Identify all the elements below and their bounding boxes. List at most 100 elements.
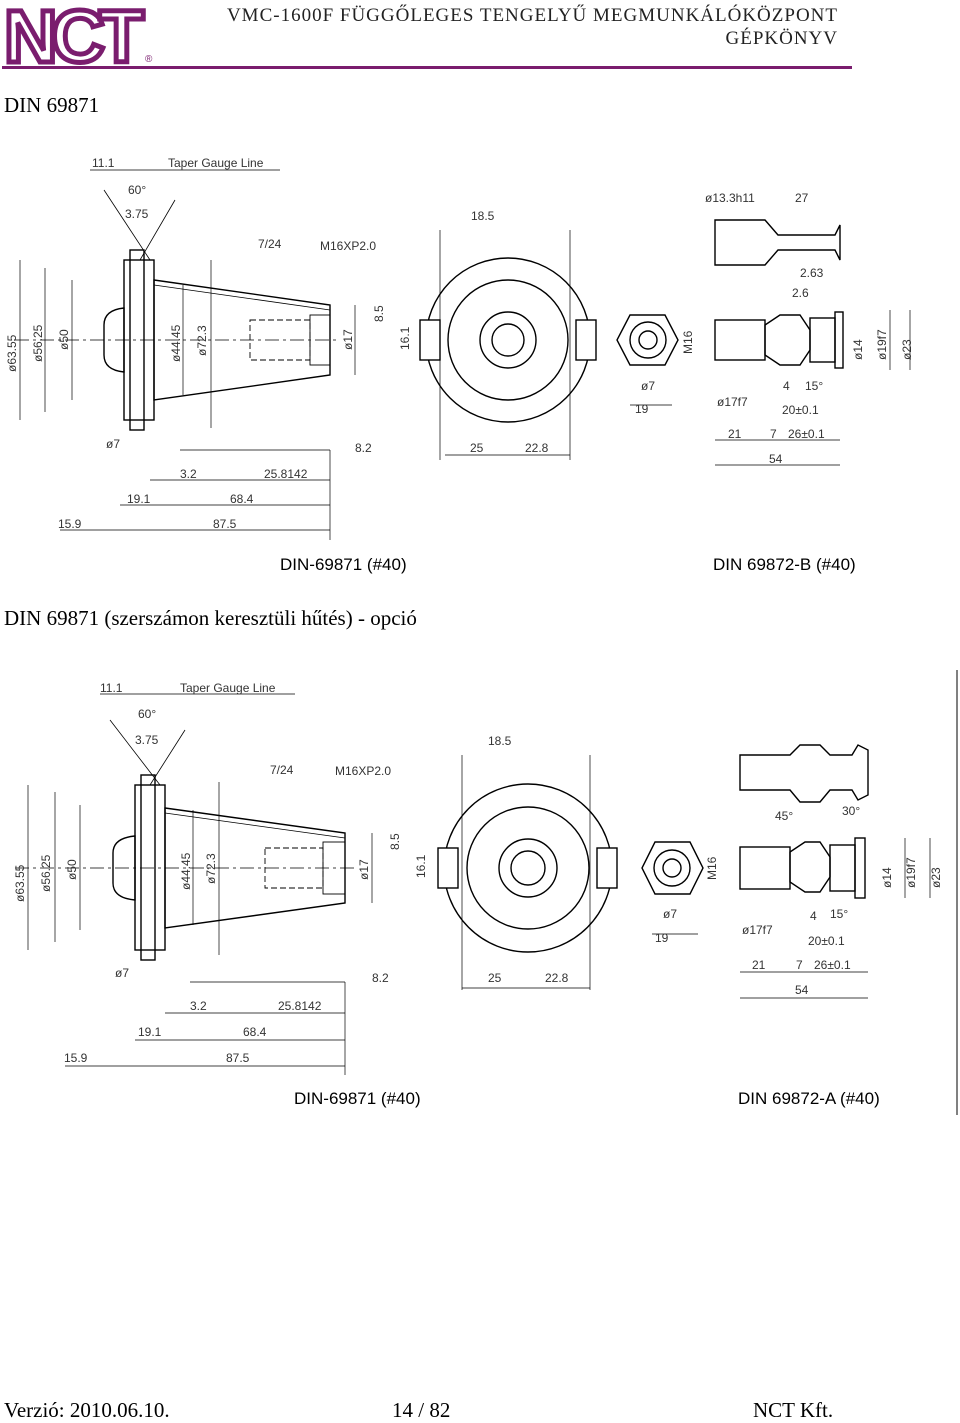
svg-text:25.8142: 25.8142 (278, 999, 322, 1013)
svg-text:87.5: 87.5 (213, 517, 237, 531)
dimension-labels-2: 11.1 Taper Gauge Line 60° 3.75 7/24 M16X… (13, 681, 943, 1065)
svg-text:ø17: ø17 (357, 859, 371, 880)
svg-text:87.5: 87.5 (226, 1051, 250, 1065)
section1-heading: DIN 69871 (4, 93, 100, 117)
svg-text:M16: M16 (681, 330, 695, 354)
svg-text:19: 19 (655, 931, 669, 945)
svg-text:68.4: 68.4 (230, 492, 254, 506)
svg-text:16.1: 16.1 (398, 326, 412, 350)
svg-text:3.75: 3.75 (125, 207, 149, 221)
svg-text:ø63.55: ø63.55 (5, 334, 19, 372)
svg-text:25: 25 (488, 971, 502, 985)
svg-text:8.5: 8.5 (372, 305, 386, 322)
footer-page-number: 14 / 82 (392, 1398, 451, 1422)
svg-text:18.5: 18.5 (488, 734, 512, 748)
svg-text:68.4: 68.4 (243, 1025, 267, 1039)
svg-text:ø72.3: ø72.3 (195, 325, 209, 356)
svg-text:11.1: 11.1 (100, 681, 123, 695)
pull-stud-end-view-1 (616, 314, 679, 406)
svg-text:ø7: ø7 (115, 966, 129, 980)
svg-text:27: 27 (795, 191, 809, 205)
svg-text:60°: 60° (138, 707, 156, 721)
svg-text:ø44.45: ø44.45 (169, 324, 183, 362)
dimension-lines-1 (19, 169, 356, 540)
svg-text:2.63: 2.63 (800, 266, 824, 280)
svg-text:ø23: ø23 (929, 867, 943, 888)
svg-text:7/24: 7/24 (258, 237, 282, 251)
svg-text:ø56.25: ø56.25 (31, 324, 45, 362)
title-line-1: VMC-1600F FÜGGŐLEGES TENGELYŰ MEGMUNKÁLÓ… (226, 5, 838, 26)
svg-text:M16XP2.0: M16XP2.0 (335, 764, 391, 778)
svg-text:3.2: 3.2 (180, 467, 197, 481)
holder-side-view-1 (15, 189, 340, 431)
svg-text:3.2: 3.2 (190, 999, 207, 1013)
flange-end-view-2 (437, 755, 618, 990)
svg-text:11.1: 11.1 (92, 156, 115, 170)
pull-stud-a-drawing (739, 744, 931, 999)
svg-text:45°: 45° (775, 809, 793, 823)
svg-text:ø13.3h11: ø13.3h11 (705, 191, 755, 205)
svg-text:ø17: ø17 (341, 329, 355, 350)
svg-text:22.8: 22.8 (545, 971, 569, 985)
svg-text:4: 4 (810, 909, 817, 923)
svg-text:ø14: ø14 (880, 867, 894, 888)
svg-text:26±0.1: 26±0.1 (814, 958, 851, 972)
svg-text:25: 25 (470, 441, 484, 455)
svg-text:Taper Gauge Line: Taper Gauge Line (168, 156, 264, 170)
svg-text:ø23: ø23 (900, 339, 914, 360)
svg-text:ø14: ø14 (851, 339, 865, 360)
svg-text:25.8142: 25.8142 (264, 467, 308, 481)
svg-text:ø17f7: ø17f7 (742, 923, 773, 937)
section1-technical-drawing: 11.1 Taper Gauge Line 60° 3.75 7/24 M16X… (5, 156, 914, 574)
title-line-2: GÉPKÖNYV (725, 28, 838, 49)
svg-text:18.5: 18.5 (471, 209, 495, 223)
holder-side-view-2 (15, 719, 355, 961)
svg-text:54: 54 (795, 983, 809, 997)
svg-text:21: 21 (728, 427, 742, 441)
svg-text:ø50: ø50 (57, 329, 71, 350)
svg-text:Taper Gauge Line: Taper Gauge Line (180, 681, 276, 695)
svg-text:15.9: 15.9 (64, 1051, 88, 1065)
svg-text:ø72.3: ø72.3 (204, 853, 218, 884)
footer-company: NCT Kft. (753, 1398, 834, 1422)
svg-text:M16: M16 (705, 856, 719, 880)
svg-text:ø56.25: ø56.25 (39, 854, 53, 892)
svg-text:30°: 30° (842, 804, 860, 818)
pull-stud-b-drawing (714, 219, 911, 466)
section1-caption-left: DIN-69871 (#40) (280, 555, 407, 574)
dimension-labels-1: 11.1 Taper Gauge Line 60° 3.75 7/24 M16X… (5, 156, 914, 531)
svg-text:22.8: 22.8 (525, 441, 549, 455)
svg-text:8.2: 8.2 (372, 971, 389, 985)
svg-text:ø7: ø7 (641, 379, 655, 393)
pull-stud-end-view-2 (641, 841, 704, 935)
svg-text:®: ® (145, 54, 153, 65)
svg-text:ø19f7: ø19f7 (904, 857, 918, 888)
svg-text:ø7: ø7 (663, 907, 677, 921)
svg-text:54: 54 (769, 452, 783, 466)
svg-text:20±0.1: 20±0.1 (808, 934, 845, 948)
footer-version: Verzió: 2010.06.10. (4, 1398, 170, 1422)
svg-text:ø7: ø7 (106, 437, 120, 451)
svg-text:8.5: 8.5 (388, 833, 402, 850)
svg-text:21: 21 (752, 958, 766, 972)
dimension-lines-2 (27, 693, 373, 1075)
section2-caption-right: DIN 69872-A (#40) (738, 1089, 880, 1108)
document-title: VMC-1600F FÜGGŐLEGES TENGELYŰ MEGMUNKÁLÓ… (227, 4, 838, 50)
svg-text:8.2: 8.2 (355, 441, 372, 455)
svg-text:19: 19 (635, 402, 649, 416)
svg-text:7: 7 (796, 958, 803, 972)
svg-text:7: 7 (770, 427, 777, 441)
svg-text:15°: 15° (830, 907, 848, 921)
svg-text:ø19f7: ø19f7 (875, 329, 889, 360)
flange-end-view-1 (419, 230, 597, 460)
svg-text:2.6: 2.6 (792, 286, 809, 300)
svg-text:ø63.55: ø63.55 (13, 864, 27, 902)
svg-text:ø50: ø50 (65, 859, 79, 880)
section1-caption-right: DIN 69872-B (#40) (713, 555, 856, 574)
svg-text:26±0.1: 26±0.1 (788, 427, 825, 441)
svg-text:15°: 15° (805, 379, 823, 393)
svg-text:20±0.1: 20±0.1 (782, 403, 819, 417)
section2-caption-left: DIN-69871 (#40) (294, 1089, 421, 1108)
svg-text:M16XP2.0: M16XP2.0 (320, 239, 376, 253)
svg-text:60°: 60° (128, 183, 146, 197)
